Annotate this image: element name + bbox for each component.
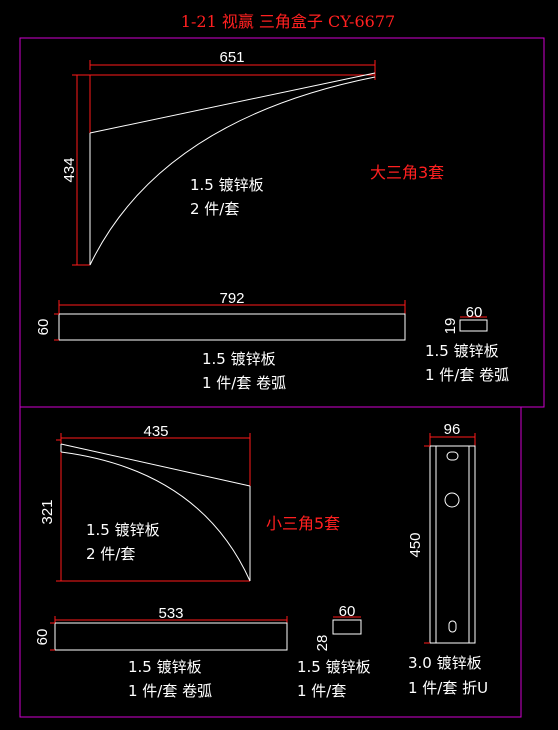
big-triangle-width-label: 651 xyxy=(219,49,244,66)
big-set-label: 大三角3套 xyxy=(370,163,444,182)
small-triangle-edge xyxy=(60,443,251,487)
small-small-piece-material: 1.5 镀锌板 xyxy=(297,658,371,676)
big-triangle-qty: 2 件/套 xyxy=(190,200,239,218)
small-set-label: 小三角5套 xyxy=(266,514,340,533)
u-bracket-hole xyxy=(444,492,460,508)
small-set-frame xyxy=(19,406,522,718)
big-small-piece-width-label: 60 xyxy=(466,304,483,321)
big-strip-part: 792 60 1.5 镀锌板 1 件/套 卷弧 xyxy=(35,290,406,392)
small-strip-part: 533 60 1.5 镀锌板 1 件/套 卷弧 xyxy=(34,605,288,700)
big-triangle-part: 651 434 1.5 镀锌板 2 件/套 xyxy=(61,49,376,266)
u-bracket-slot-bottom xyxy=(448,620,457,633)
u-bracket-slot-top xyxy=(446,451,459,461)
u-bracket-part: 96 450 3.0 镀锌板 1 件/套 折U xyxy=(407,421,488,697)
u-bracket-material: 3.0 镀锌板 xyxy=(408,654,482,672)
big-small-piece-qty: 1 件/套 卷弧 xyxy=(425,366,509,384)
small-triangle-width-label: 435 xyxy=(143,423,168,440)
small-triangle-qty: 2 件/套 xyxy=(86,545,135,563)
small-triangle-arc xyxy=(60,451,251,582)
small-strip-outline xyxy=(54,622,288,651)
big-triangle-height-label: 434 xyxy=(61,157,78,182)
small-small-piece-width-label: 60 xyxy=(339,603,356,620)
big-strip-qty: 1 件/套 卷弧 xyxy=(202,374,286,392)
big-triangle-arc xyxy=(89,76,376,266)
small-small-piece-qty: 1 件/套 xyxy=(297,682,346,700)
small-strip-qty: 1 件/套 卷弧 xyxy=(128,682,212,700)
big-strip-material: 1.5 镀锌板 xyxy=(202,350,276,368)
small-small-piece-height-label: 28 xyxy=(314,635,331,652)
small-triangle-material: 1.5 镀锌板 xyxy=(86,521,160,539)
big-small-piece-height-label: 19 xyxy=(442,318,459,335)
big-strip-outline xyxy=(58,313,406,341)
small-small-piece-part: 60 28 1.5 镀锌板 1 件/套 xyxy=(297,603,371,700)
small-strip-height-label: 60 xyxy=(34,629,51,646)
u-bracket-qty: 1 件/套 折U xyxy=(408,679,488,697)
big-triangle-edge xyxy=(89,72,376,134)
small-strip-width-label: 533 xyxy=(158,605,183,622)
u-bracket-height-label: 450 xyxy=(407,532,424,557)
big-strip-height-label: 60 xyxy=(35,319,52,336)
small-strip-material: 1.5 镀锌板 xyxy=(128,658,202,676)
small-small-piece-outline xyxy=(332,619,362,635)
big-triangle-material: 1.5 镀锌板 xyxy=(190,176,264,194)
big-small-piece-outline xyxy=(459,319,488,332)
drawing-title: 1-21 视赢 三角盒子 CY-6677 xyxy=(181,12,395,31)
big-small-piece-part: 60 19 1.5 镀锌板 1 件/套 卷弧 xyxy=(425,304,509,384)
u-bracket-width-label: 96 xyxy=(444,421,461,438)
u-bracket-outline xyxy=(429,445,476,644)
small-triangle-height-label: 321 xyxy=(39,499,56,524)
big-small-piece-material: 1.5 镀锌板 xyxy=(425,342,499,360)
small-triangle-part: 435 321 1.5 镀锌板 2 件/套 xyxy=(39,423,251,582)
big-strip-width-label: 792 xyxy=(219,290,244,307)
